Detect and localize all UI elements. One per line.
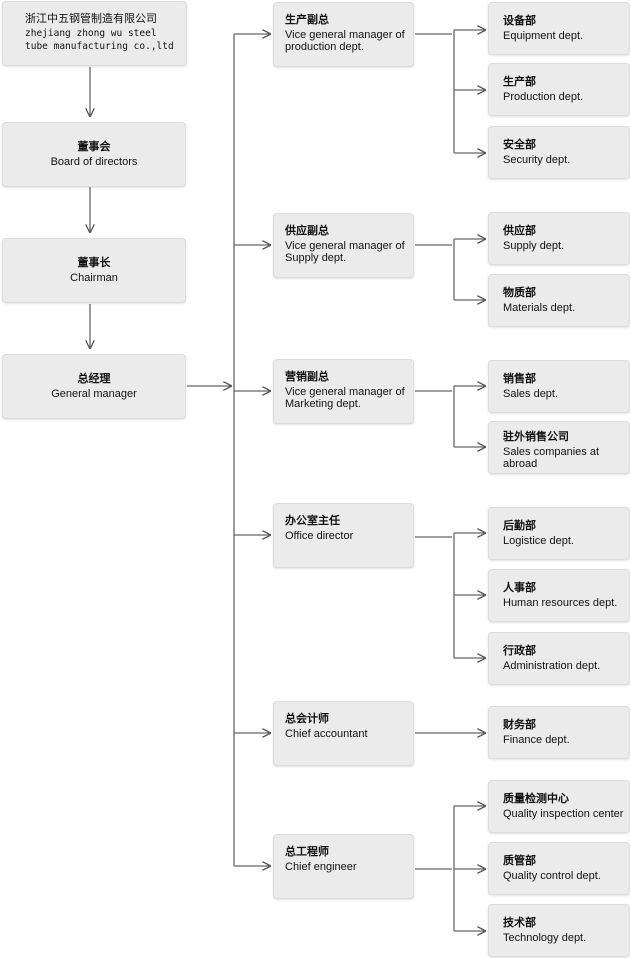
dept-zh: 人事部 [503,581,536,594]
dept-box: 人事部 Human resources dept. [488,569,630,622]
board-en: Board of directors [50,156,138,168]
dept-en: Sales dept. [503,388,559,400]
dept-zh: 后勤部 [503,519,536,532]
dept-zh: 设备部 [503,14,536,27]
dept-en: Production dept. [503,91,584,103]
gm-box: 总经理 General manager [2,354,186,419]
branch-box-accountant: 总会计师 Chief accountant [273,701,414,766]
company-name-zh: 浙江中五钢管制造有限公司 [25,12,157,25]
board-box: 董事会 Board of directors [2,122,186,187]
dept-box: 驻外销售公司 Sales companies at abroad [488,421,630,474]
dept-en: Administration dept. [503,660,601,672]
dept-en: Human resources dept. [503,597,618,609]
chairman-box: 董事长 Chairman [2,238,186,303]
branch-title-zh: 供应副总 [285,224,329,237]
dept-box: 设备部 Equipment dept. [488,2,630,55]
gm-zh: 总经理 [77,372,111,385]
dept-box: 安全部 Security dept. [488,126,630,179]
branch-title-en: Vice general manager of Marketing dept. [285,386,405,410]
dept-en: Quality inspection center [503,808,624,820]
branch-box-production: 生产副总 Vice general manager of production … [273,2,414,67]
dept-zh: 供应部 [503,224,536,237]
dept-zh: 行政部 [503,644,536,657]
company-name-en-line2: tube manufacturing co.,ltd [25,41,174,52]
dept-box: 生产部 Production dept. [488,63,630,116]
dept-box: 物质部 Materials dept. [488,274,630,327]
branch-title-en: Vice general manager of Supply dept. [285,240,405,264]
dept-en: Supply dept. [503,240,565,252]
dept-zh: 生产部 [503,75,536,88]
dept-zh: 技术部 [503,916,536,929]
dept-zh: 物质部 [503,286,536,299]
dept-en: Sales companies at abroad [503,446,599,470]
branch-title-en: Chief engineer [285,861,357,873]
dept-en: Materials dept. [503,302,576,314]
chairman-zh: 董事长 [77,256,111,269]
branch-title-zh: 总会计师 [285,712,329,725]
dept-en: Finance dept. [503,734,570,746]
dept-box: 行政部 Administration dept. [488,632,630,685]
dept-box: 技术部 Technology dept. [488,904,630,957]
dept-box: 质管部 Quality control dept. [488,842,630,895]
company-box: 浙江中五钢管制造有限公司 zhejiang zhong wu steel tub… [2,1,187,66]
dept-zh: 财务部 [503,718,536,731]
branch-title-en: Chief accountant [285,728,368,740]
chairman-en: Chairman [70,272,118,284]
dept-en: Logistice dept. [503,535,574,547]
dept-zh: 质量检测中心 [503,792,569,805]
dept-en: Equipment dept. [503,30,584,42]
gm-en: General manager [51,388,137,400]
dept-en: Security dept. [503,154,571,166]
branch-title-zh: 总工程师 [285,845,329,858]
dept-zh: 质管部 [503,854,536,867]
dept-box: 销售部 Sales dept. [488,360,630,413]
dept-box: 后勤部 Logistice dept. [488,507,630,560]
dept-box: 财务部 Finance dept. [488,706,630,759]
dept-en: Technology dept. [503,932,587,944]
dept-zh: 安全部 [503,138,536,151]
branch-title-zh: 办公室主任 [285,514,340,527]
dept-box: 供应部 Supply dept. [488,212,630,265]
branch-box-supply: 供应副总 Vice general manager of Supply dept… [273,213,414,278]
branch-title-zh: 营销副总 [285,370,329,383]
board-zh: 董事会 [77,140,111,153]
branch-title-zh: 生产副总 [285,13,329,26]
branch-box-marketing: 营销副总 Vice general manager of Marketing d… [273,359,414,424]
dept-zh: 驻外销售公司 [503,430,569,443]
branch-title-en: Office director [285,530,354,542]
company-name-en-line1: zhejiang zhong wu steel [25,28,157,39]
dept-en: Quality control dept. [503,870,601,882]
branch-box-office: 办公室主任 Office director [273,503,414,568]
dept-zh: 销售部 [503,372,536,385]
branch-box-engineer: 总工程师 Chief engineer [273,834,414,899]
dept-box: 质量检测中心 Quality inspection center [488,780,630,833]
branch-title-en: Vice general manager of production dept. [285,29,405,53]
